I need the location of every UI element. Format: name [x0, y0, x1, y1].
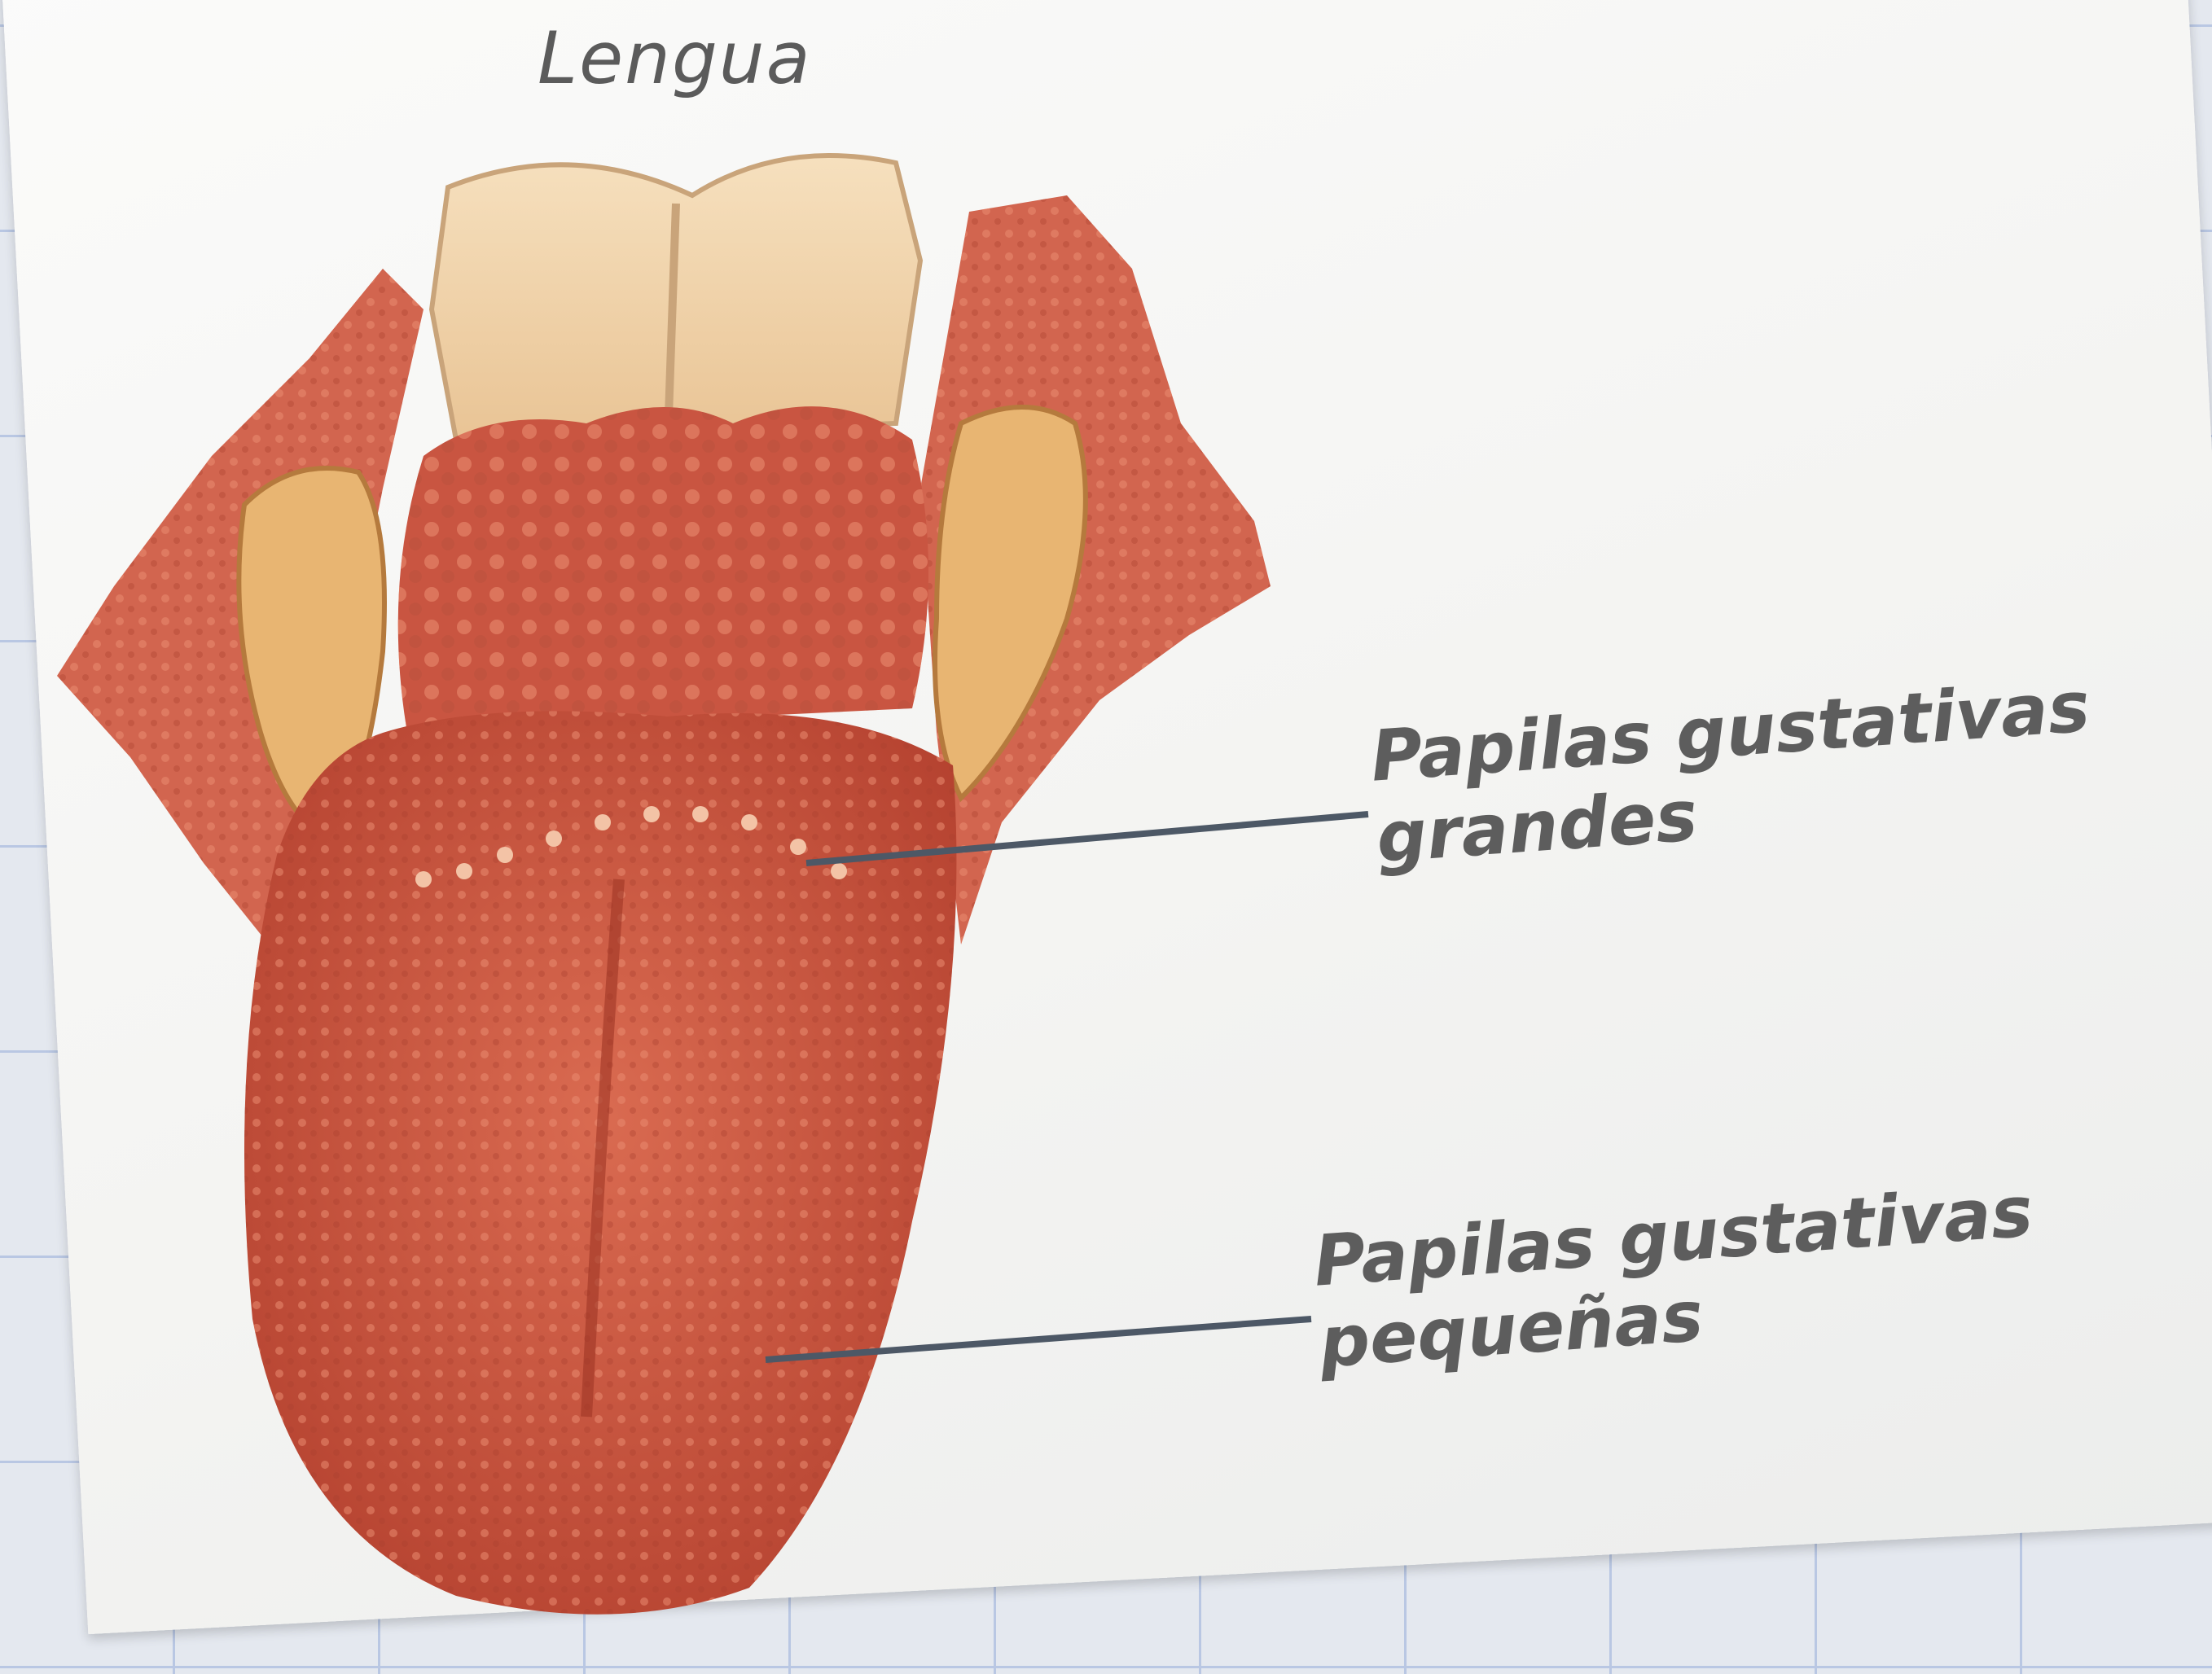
diagram-title: Lengua — [538, 16, 812, 100]
